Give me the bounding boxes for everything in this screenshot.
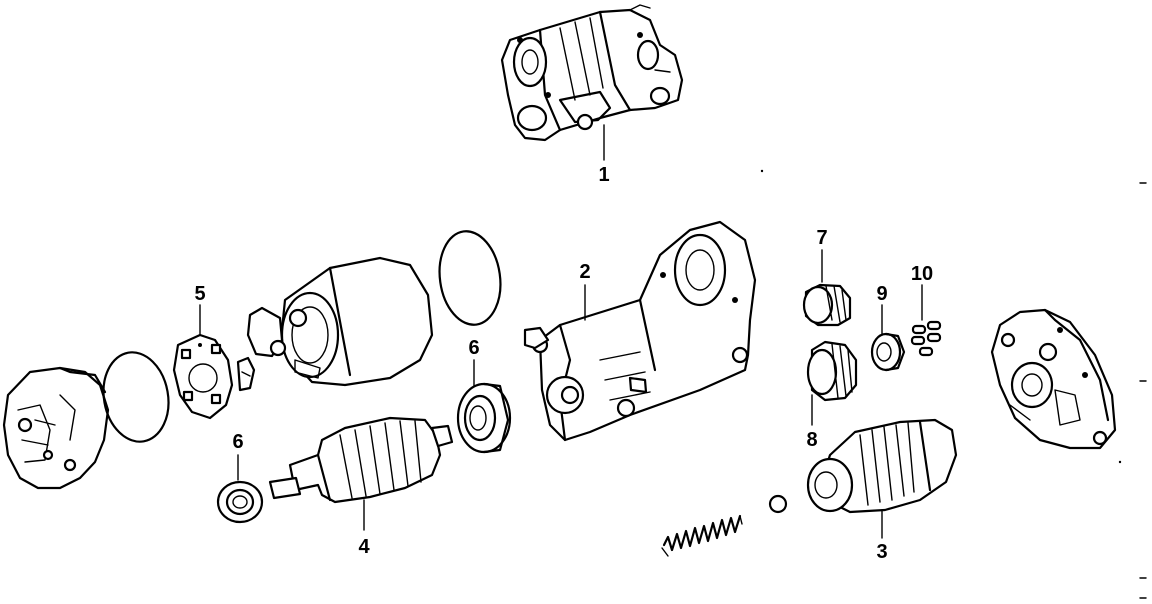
part-5-brush-holder[interactable] [172, 333, 256, 420]
part-8-gear[interactable] [806, 340, 858, 402]
callout-6-upper[interactable]: 6 [468, 337, 479, 359]
o-ring-left[interactable] [97, 347, 176, 447]
part-9-retainer[interactable] [870, 332, 906, 372]
callout-7[interactable]: 7 [816, 227, 827, 249]
steel-ball[interactable] [768, 494, 788, 514]
callout-9[interactable]: 9 [876, 283, 887, 305]
callout-2[interactable]: 2 [579, 261, 590, 283]
part-6-bearing-lower[interactable] [216, 480, 264, 524]
margin-marks [760, 169, 1147, 599]
part-10-rollers[interactable] [910, 320, 942, 357]
callout-3[interactable]: 3 [876, 541, 887, 563]
callout-10[interactable]: 10 [911, 263, 933, 285]
part-1-starter-assembly[interactable] [500, 4, 684, 142]
part-4-armature[interactable] [268, 416, 454, 504]
part-3-starter-clutch[interactable] [806, 418, 958, 514]
return-spring[interactable] [661, 514, 743, 557]
field-frame-yoke[interactable] [246, 256, 434, 387]
callout-8[interactable]: 8 [806, 429, 817, 451]
callout-1[interactable]: 1 [598, 164, 609, 186]
o-ring-middle[interactable] [434, 227, 506, 328]
part-2-housing[interactable] [523, 220, 757, 442]
callout-5[interactable]: 5 [194, 283, 205, 305]
part-6-bearing-upper[interactable] [456, 382, 512, 454]
part-7-idler-gear[interactable] [802, 283, 852, 327]
commutator-end-cover-right[interactable] [990, 308, 1117, 450]
callout-6-lower[interactable]: 6 [232, 431, 243, 453]
callout-4[interactable]: 4 [358, 536, 370, 558]
drive-end-housing-left[interactable] [2, 366, 110, 490]
